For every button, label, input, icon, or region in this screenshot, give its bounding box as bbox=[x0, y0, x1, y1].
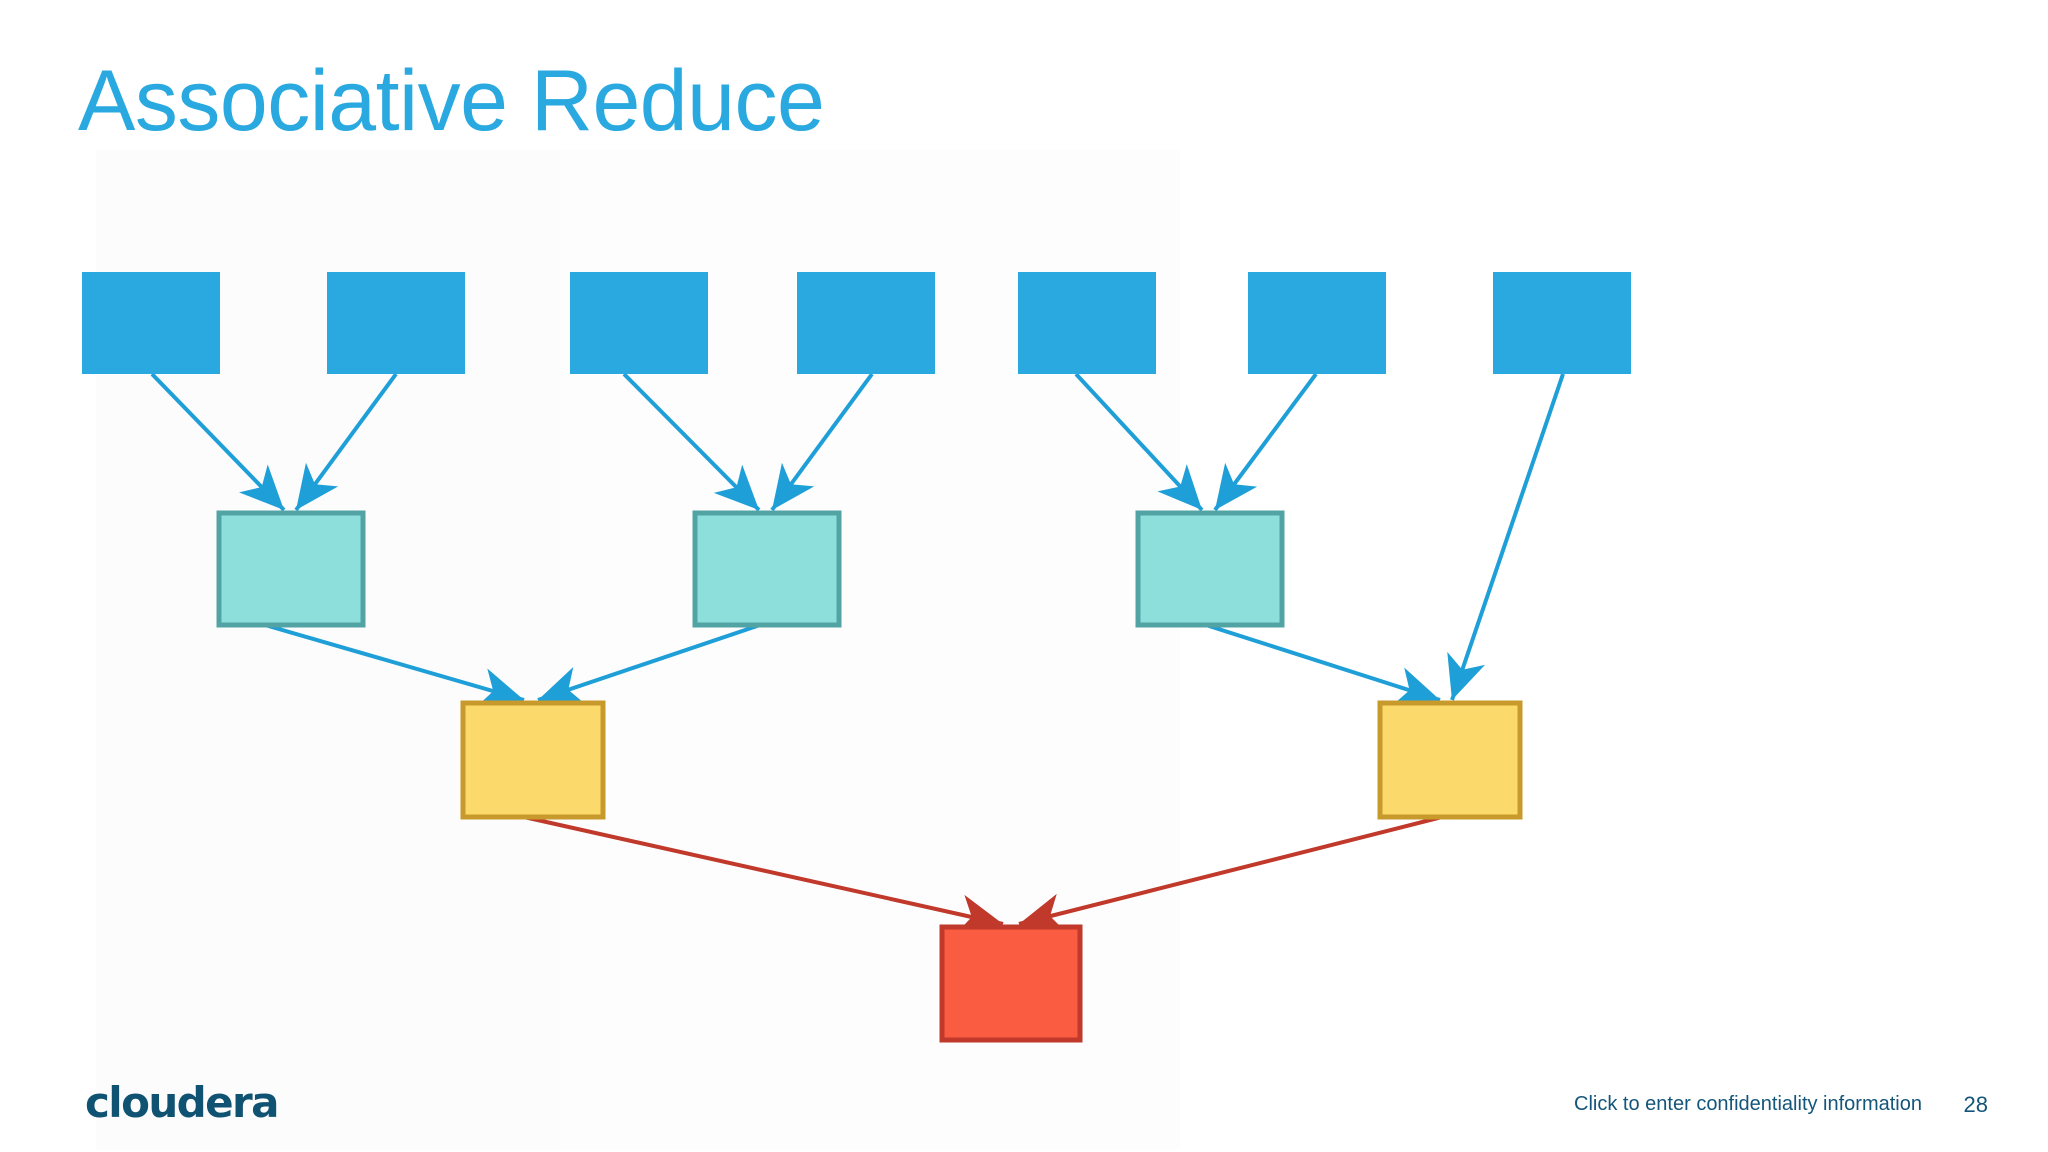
page-number: 28 bbox=[1963, 1092, 1988, 1117]
edge-l2-to-m1 bbox=[294, 372, 398, 512]
edge-l5-to-m3 bbox=[1074, 372, 1204, 512]
node-y2[interactable] bbox=[1377, 700, 1523, 820]
node-l1[interactable] bbox=[82, 272, 220, 374]
nodes-layer bbox=[82, 272, 1631, 1043]
node-l2[interactable] bbox=[327, 272, 465, 374]
cloudera-logo: cloudera bbox=[85, 1078, 279, 1127]
page-title: Associative Reduce bbox=[78, 53, 825, 149]
node-m3[interactable] bbox=[1135, 510, 1285, 628]
node-l5[interactable] bbox=[1018, 272, 1156, 374]
edge-l4-to-m2 bbox=[770, 372, 874, 512]
edges-layer bbox=[150, 372, 1565, 934]
edge-y1-to-r1 bbox=[523, 815, 1004, 934]
edge-m3-to-y2 bbox=[1205, 623, 1441, 706]
node-m1[interactable] bbox=[216, 510, 366, 628]
edge-l3-to-m2 bbox=[622, 372, 761, 512]
edge-y2-to-r1 bbox=[1018, 815, 1443, 933]
node-l4[interactable] bbox=[797, 272, 935, 374]
node-l6[interactable] bbox=[1248, 272, 1386, 374]
edge-l7-to-y2 bbox=[1447, 373, 1565, 701]
edge-m2-to-y1 bbox=[537, 623, 761, 705]
edge-l6-to-m3 bbox=[1213, 372, 1318, 512]
node-l3[interactable] bbox=[570, 272, 708, 374]
node-y1[interactable] bbox=[460, 700, 606, 820]
node-r1[interactable] bbox=[939, 924, 1083, 1043]
node-m2[interactable] bbox=[692, 510, 842, 628]
edge-l1-to-m1 bbox=[150, 372, 286, 512]
edge-m1-to-y1 bbox=[264, 623, 525, 707]
confidentiality-placeholder[interactable]: Click to enter confidentiality informati… bbox=[1574, 1093, 1922, 1115]
node-l7[interactable] bbox=[1493, 272, 1631, 374]
